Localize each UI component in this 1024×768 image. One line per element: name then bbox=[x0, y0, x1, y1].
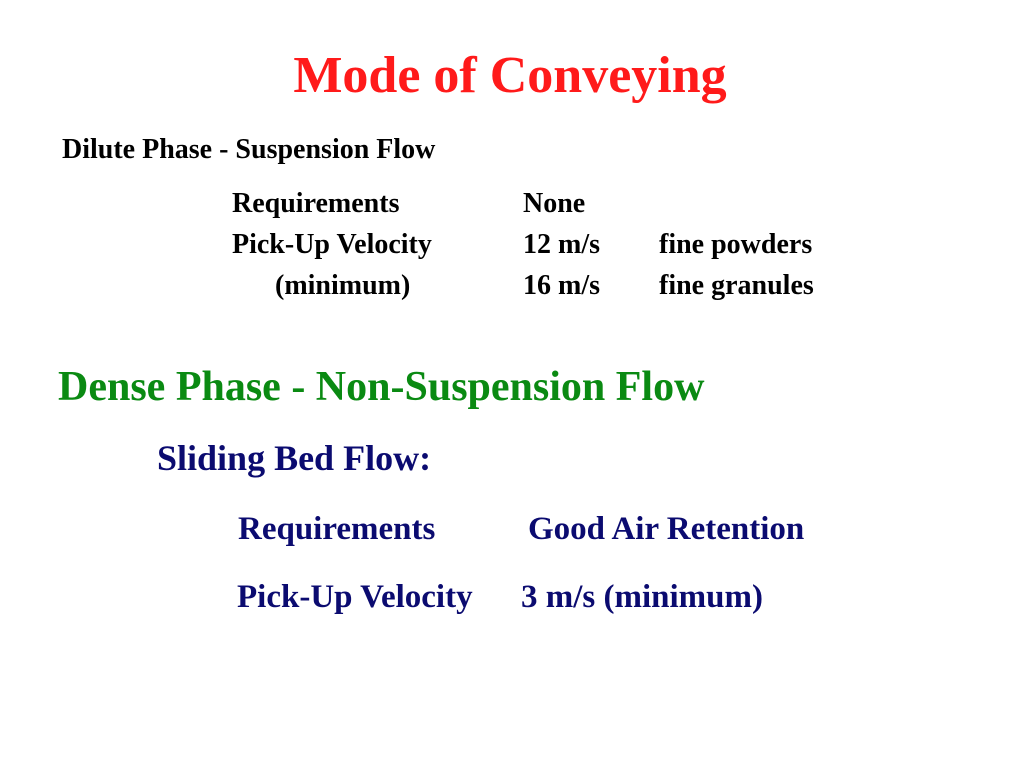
sliding-pickup-velocity-label: Pick-Up Velocity bbox=[237, 579, 473, 615]
dilute-requirements-label: Requirements bbox=[232, 188, 400, 219]
sliding-pickup-velocity-value: 3 m/s (minimum) bbox=[521, 579, 763, 615]
dilute-phase-heading: Dilute Phase - Suspension Flow bbox=[62, 134, 436, 165]
dilute-pickup-velocity-granules: 16 m/s bbox=[523, 270, 600, 301]
dilute-pickup-velocity-powders: 12 m/s bbox=[523, 229, 600, 260]
slide-title: Mode of Conveying bbox=[293, 47, 727, 104]
sliding-requirements-label: Requirements bbox=[238, 511, 436, 547]
dilute-pickup-velocity-label: Pick-Up Velocity bbox=[232, 229, 432, 260]
dilute-fine-powders-label: fine powders bbox=[659, 229, 813, 260]
sliding-bed-flow-heading: Sliding Bed Flow: bbox=[157, 438, 432, 478]
dilute-minimum-label: (minimum) bbox=[275, 270, 411, 301]
dilute-fine-granules-label: fine granules bbox=[659, 270, 814, 301]
dilute-requirements-value: None bbox=[523, 188, 586, 219]
sliding-requirements-value: Good Air Retention bbox=[528, 511, 805, 547]
dense-phase-heading: Dense Phase - Non-Suspension Flow bbox=[58, 364, 705, 410]
